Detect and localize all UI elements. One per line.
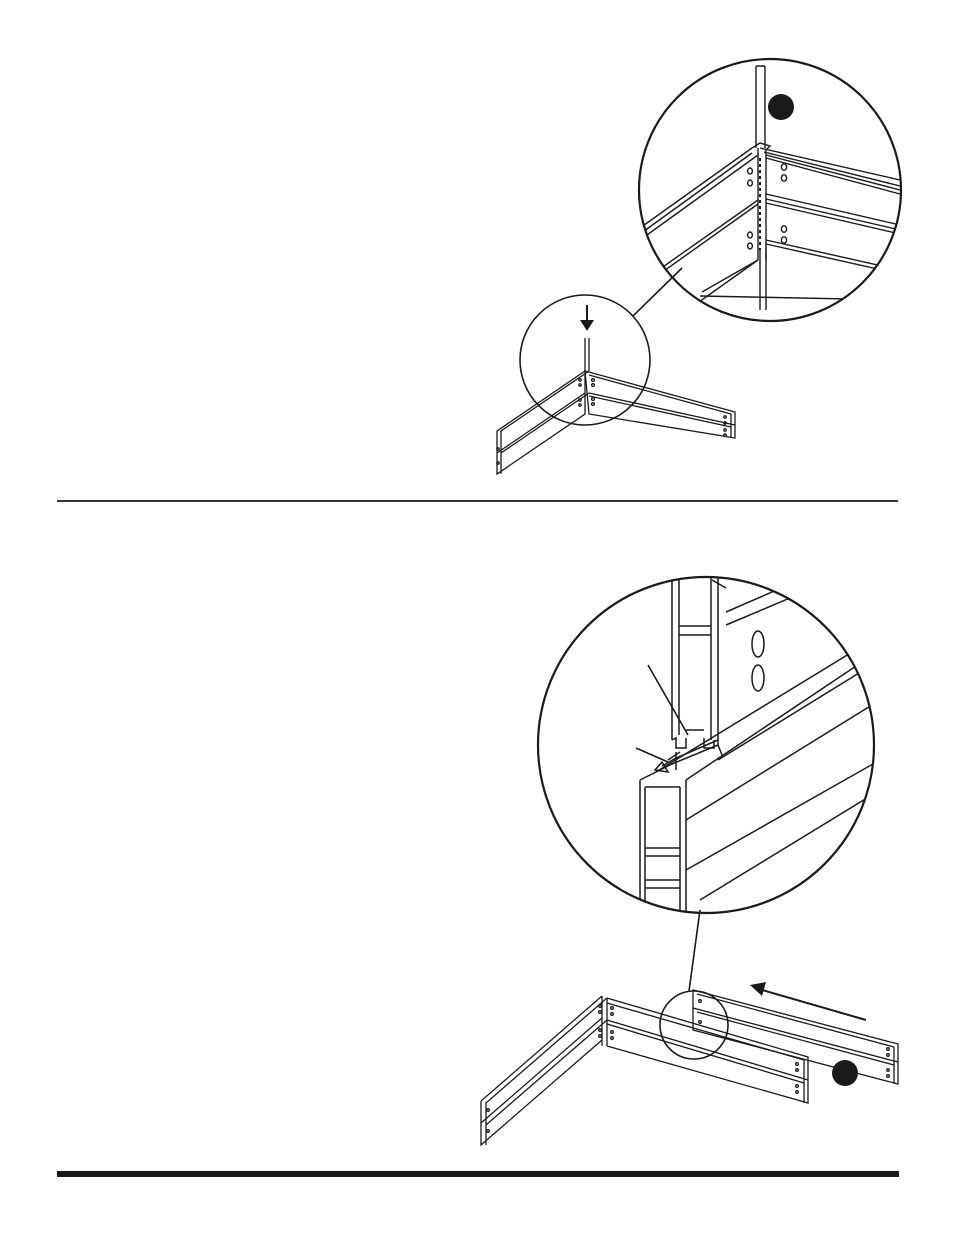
step-upper-illustration	[497, 59, 901, 474]
detail-leader-line	[689, 910, 700, 991]
left-arrow-icon	[750, 982, 866, 1020]
detail-marker-circle	[660, 991, 728, 1059]
step-lower-illustration	[481, 545, 898, 1145]
channel-detail-view	[636, 545, 880, 920]
down-arrow-icon	[580, 305, 594, 331]
page-footer-rule	[57, 1171, 899, 1177]
step-callout-dot	[832, 1060, 858, 1086]
small-corner-assembly	[497, 338, 735, 474]
detail-leader-line	[633, 268, 682, 316]
step-callout-dot	[768, 94, 794, 120]
